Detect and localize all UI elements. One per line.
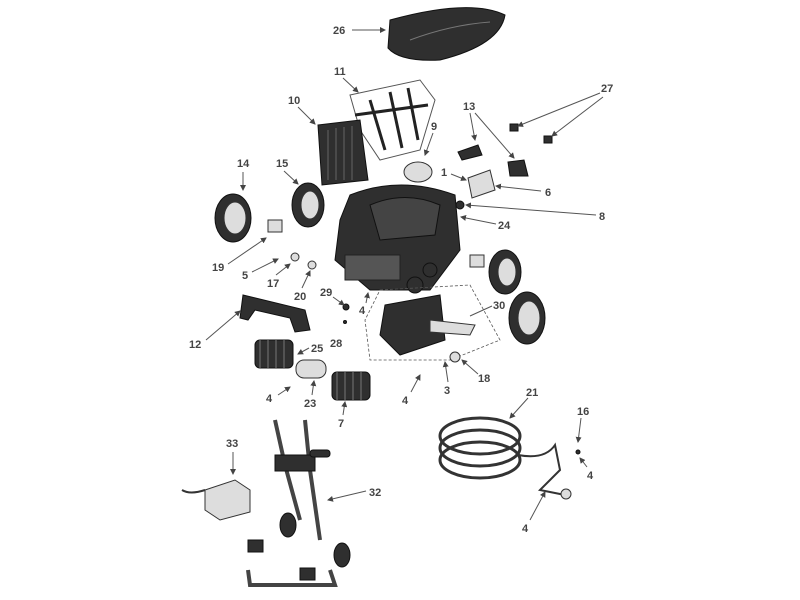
callout-4: 4 [359, 305, 366, 317]
callout-28: 28 [330, 338, 342, 350]
small-parts-29-28 [342, 303, 350, 324]
callout-3: 3 [444, 385, 450, 397]
motor-part-6 [467, 169, 496, 199]
power-supply-part-33 [181, 479, 251, 521]
callout-1: 1 [441, 167, 447, 179]
callout-15: 15 [276, 158, 288, 170]
callout-32: 32 [369, 487, 381, 499]
callout-29: 29 [320, 287, 332, 299]
callout-7: 7 [338, 418, 344, 430]
callout-17: 17 [267, 278, 279, 290]
caddy-cart-part-32 [246, 419, 351, 587]
callout-4: 4 [587, 470, 594, 482]
callout-8: 8 [599, 211, 605, 223]
callout-10: 10 [288, 95, 300, 107]
latch-parts-13 [457, 144, 529, 177]
callout-5: 5 [242, 270, 248, 282]
callout-16: 16 [577, 406, 589, 418]
chassis-body-part-24 [334, 184, 461, 294]
callout-4: 4 [266, 393, 273, 405]
leader-lines [205, 27, 604, 521]
callout-25: 25 [311, 343, 323, 355]
filter-panel-part-10 [317, 119, 369, 186]
callout-9: 9 [431, 121, 437, 133]
callout-20: 20 [294, 291, 306, 303]
callout-4: 4 [522, 523, 529, 535]
top-cover-part-26 [387, 7, 506, 61]
clips-27 [509, 123, 553, 144]
brushes-25-7 [254, 339, 371, 401]
callout-14: 14 [237, 158, 250, 170]
callout-24: 24 [498, 220, 511, 232]
callout-33: 33 [226, 438, 238, 450]
callout-18: 18 [478, 373, 490, 385]
wheels-14-15 [214, 182, 546, 345]
hub-parts-19-17-20 [267, 219, 485, 270]
callout-6: 6 [545, 187, 551, 199]
callout-21: 21 [526, 387, 538, 399]
callout-13: 13 [463, 101, 475, 113]
base-plate-part-30 [364, 284, 501, 363]
callout-23: 23 [304, 398, 316, 410]
handle-part-12 [239, 294, 311, 333]
callout-30: 30 [493, 300, 505, 312]
impeller-part-9 [403, 161, 433, 183]
callout-4: 4 [402, 395, 409, 407]
callout-27: 27 [601, 83, 613, 95]
callout-19: 19 [212, 262, 224, 274]
callout-26: 26 [333, 25, 345, 37]
callout-11: 11 [334, 66, 346, 78]
cable-coil-part-21 [438, 416, 581, 500]
callout-12: 12 [189, 339, 201, 351]
clip-part-8 [455, 200, 465, 210]
